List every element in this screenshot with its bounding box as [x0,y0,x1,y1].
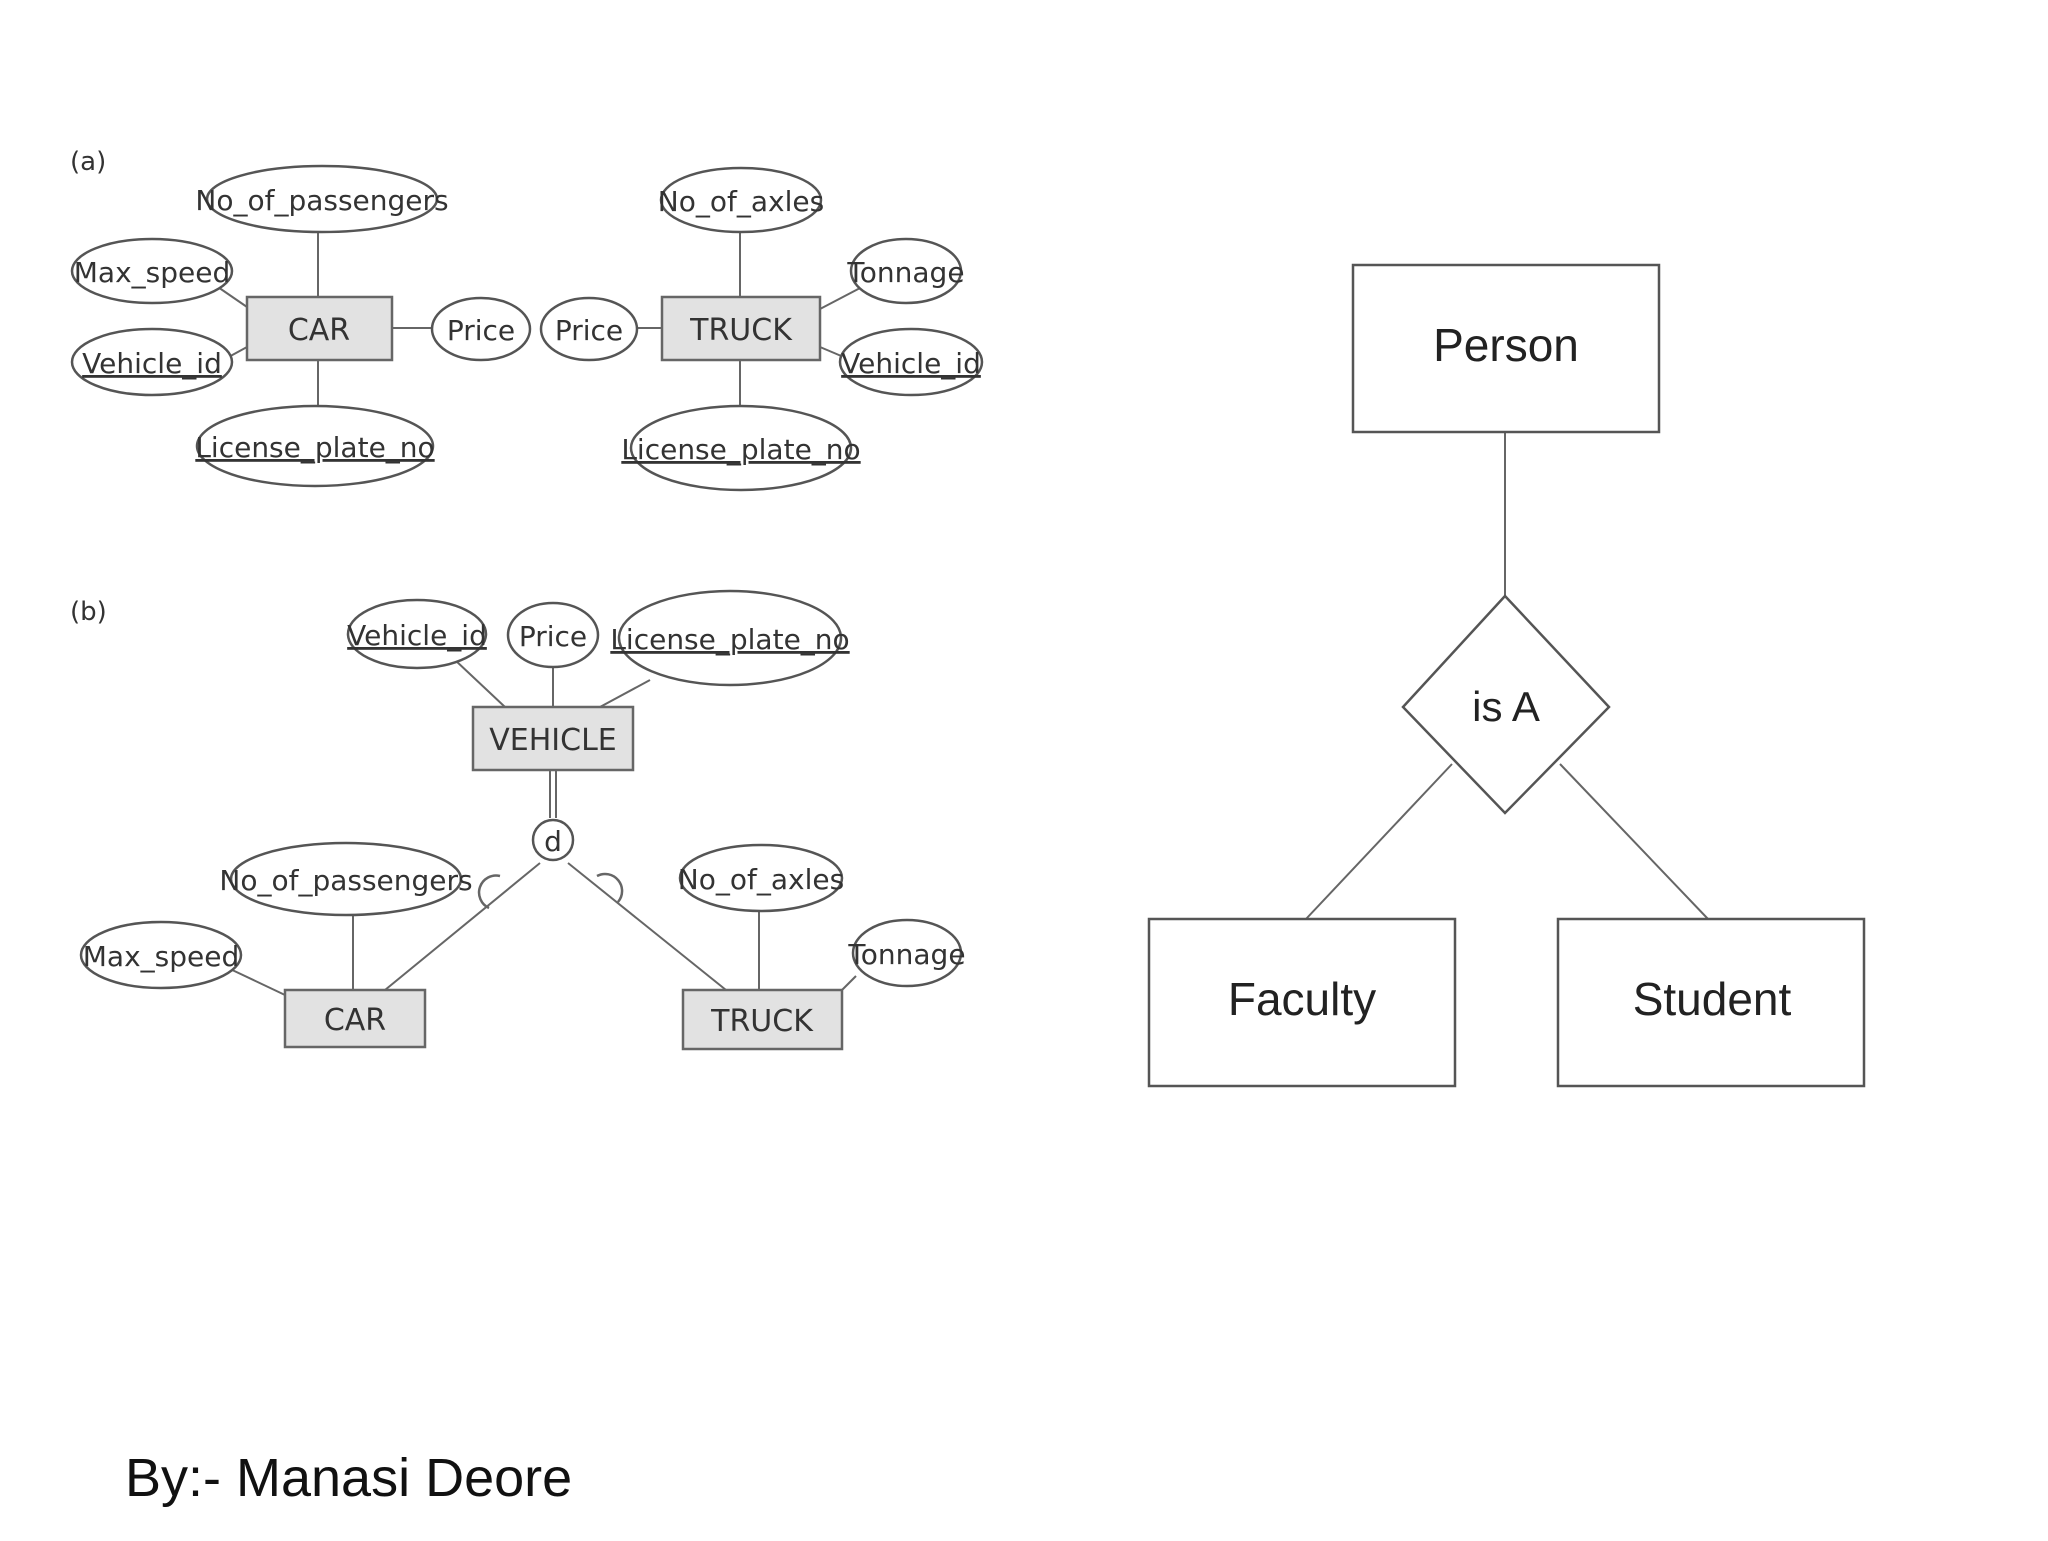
figure-a: (a) No_of_passengers Max_speed Vehicle_i… [70,147,984,492]
figure-a-car-attr-vehicle-id: Vehicle_id [70,327,234,397]
figure-a-car-attr-max-speed: Max_speed [70,237,234,305]
isa-diagram: Person is A Faculty Student [1147,263,1866,1088]
figure-b-car-attr-no-of-passengers: No_of_passengers [219,841,473,917]
svg-text:No_of_axles: No_of_axles [658,185,824,218]
svg-text:VEHICLE: VEHICLE [489,723,617,758]
svg-text:d: d [544,825,562,858]
svg-text:Max_speed: Max_speed [83,940,239,973]
figure-a-truck-attr-tonnage: Tonnage [846,237,965,305]
figure-a-truck-attr-price: Price [539,296,639,362]
svg-text:No_of_passengers: No_of_passengers [195,184,448,217]
figure-b-vehicle-connectors [384,659,727,991]
svg-text:is A: is A [1472,683,1540,730]
svg-text:No_of_axles: No_of_axles [678,863,844,896]
figure-a-truck-attr-vehicle-id: Vehicle_id [838,327,984,397]
figure-a-car-attr-license-plate-no: License_plate_no [195,404,435,488]
figure-a-truck-entity: TRUCK [660,295,822,362]
svg-text:Tonnage: Tonnage [846,256,964,289]
figure-b: (b) Vehicle_id Price License_plate_no [70,589,966,1051]
figure-b-vehicle-entity: VEHICLE [471,705,635,772]
svg-text:Vehicle_id: Vehicle_id [841,347,981,380]
figure-b-car-entity: CAR [283,988,427,1049]
svg-text:Price: Price [519,620,587,653]
svg-text:Person: Person [1433,319,1579,371]
figure-a-truck-connectors [637,232,863,407]
svg-text:Faculty: Faculty [1228,973,1376,1025]
svg-text:Vehicle_id: Vehicle_id [347,619,487,652]
svg-text:License_plate_no: License_plate_no [610,623,849,656]
svg-text:License_plate_no: License_plate_no [621,433,860,466]
figure-b-truck-attr-tonnage: Tonnage [847,918,966,988]
svg-text:Vehicle_id: Vehicle_id [82,347,222,380]
figure-a-car-entity: CAR [245,295,394,362]
figure-b-car-attr-max-speed: Max_speed [79,920,243,990]
svg-text:Tonnage: Tonnage [847,938,965,971]
isa-relationship-diamond: is A [1401,594,1611,815]
figure-a-truck-attr-license-plate-no: License_plate_no [621,404,861,492]
student-entity: Student [1556,917,1866,1088]
figure-b-subset-symbol-car [477,874,501,910]
svg-text:License_plate_no: License_plate_no [195,431,434,464]
svg-text:TRUCK: TRUCK [710,1004,814,1039]
figure-a-label: (a) [70,147,106,177]
figure-b-truck-entity: TRUCK [681,988,844,1051]
svg-text:CAR: CAR [288,313,350,348]
figure-b-vehicle-attr-price: Price [506,601,600,669]
svg-text:Student: Student [1633,973,1792,1025]
svg-text:Max_speed: Max_speed [74,256,230,289]
svg-text:No_of_passengers: No_of_passengers [219,864,472,897]
figure-b-label: (b) [70,597,107,627]
svg-text:Price: Price [447,314,515,347]
figure-a-truck-attr-no-of-axles: No_of_axles [658,166,824,234]
svg-text:CAR: CAR [324,1003,386,1038]
isa-connectors [1305,432,1709,920]
figure-b-vehicle-attr-license-plate-no: License_plate_no [610,589,850,687]
person-entity: Person [1351,263,1661,434]
svg-text:TRUCK: TRUCK [689,313,793,348]
author-credit: By:- Manasi Deore [125,1448,573,1508]
svg-text:Price: Price [555,314,623,347]
figure-b-disjoint-circle: d [531,818,575,862]
figure-b-truck-attr-no-of-axles: No_of_axles [678,843,844,913]
figure-a-car-attr-no-of-passengers: No_of_passengers [195,164,449,234]
figure-b-vehicle-attr-vehicle-id: Vehicle_id [346,598,488,670]
figure-b-truck-connectors [758,911,857,991]
figure-b-car-connectors [227,915,354,996]
figure-a-car-attr-price: Price [430,296,532,362]
figure-b-subset-symbol-truck [596,872,624,903]
faculty-entity: Faculty [1147,917,1457,1088]
